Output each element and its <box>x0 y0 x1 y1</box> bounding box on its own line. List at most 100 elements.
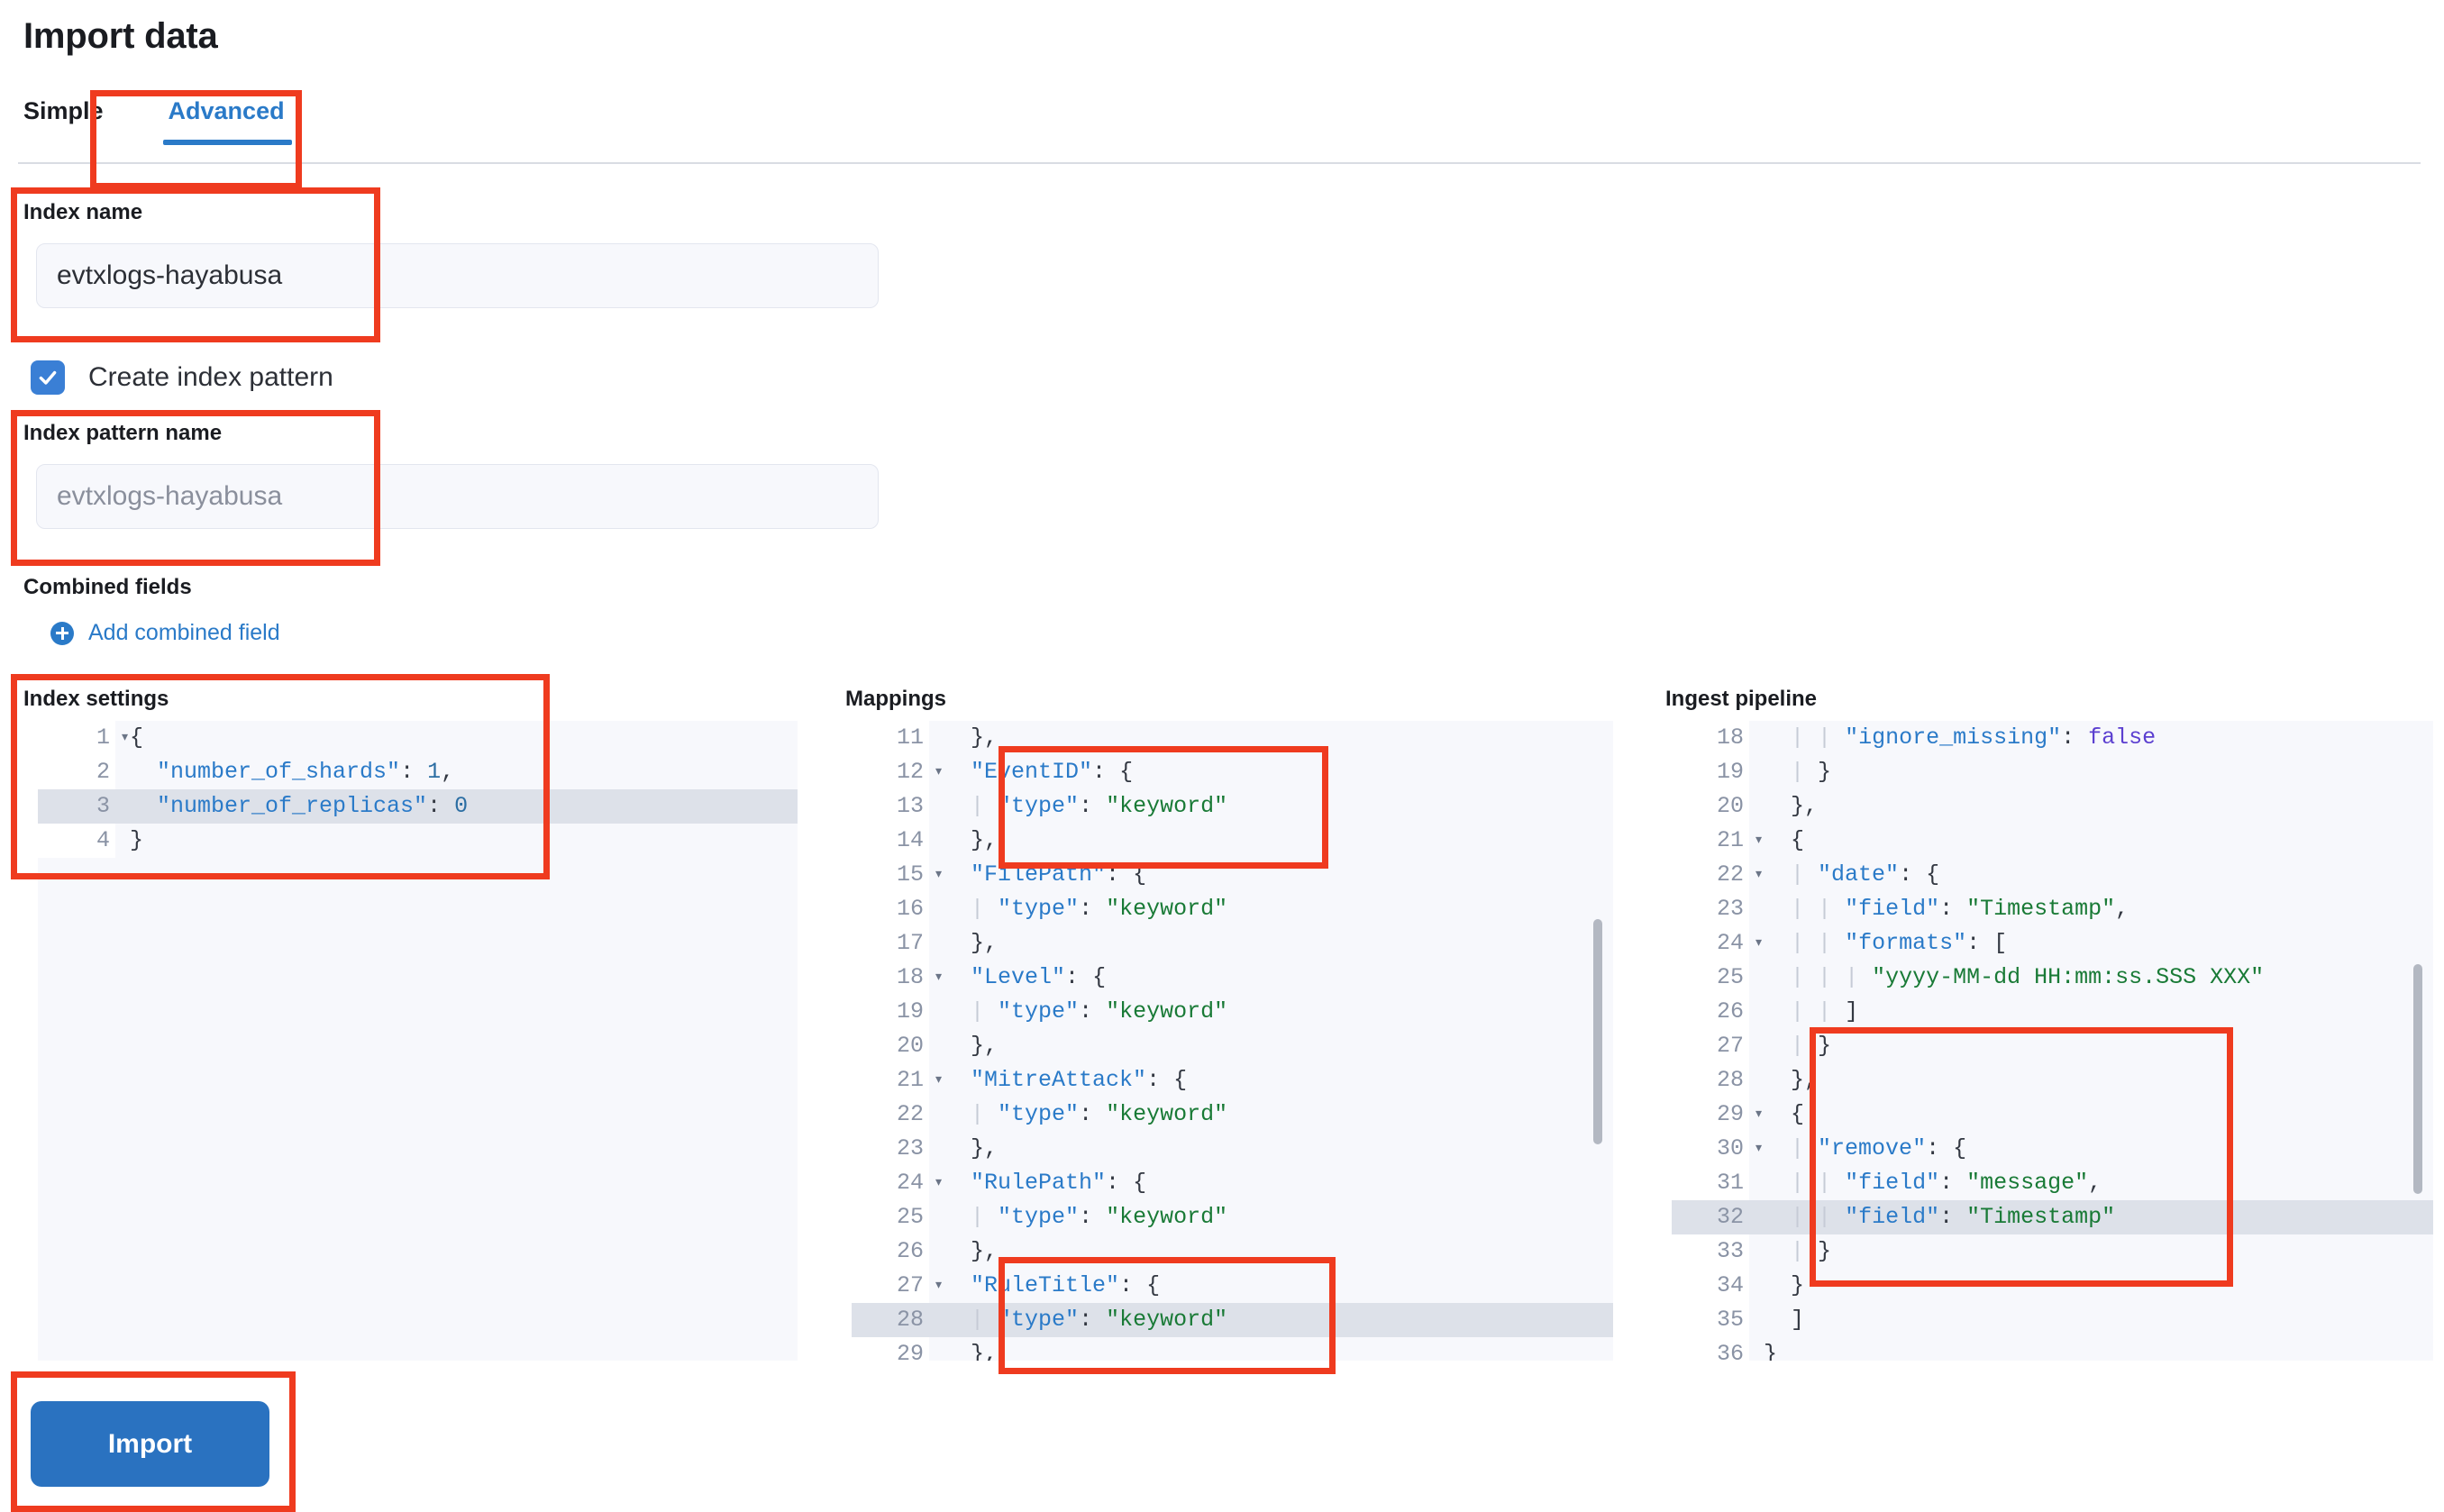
code-line[interactable]: 21▾ { <box>1672 824 2433 858</box>
code-line[interactable]: 27 | } <box>1672 1029 2433 1063</box>
code-line[interactable]: 17 }, <box>852 926 1613 961</box>
code-line[interactable]: 3 "number_of_replicas": 0 <box>38 789 798 824</box>
code-line[interactable]: 23 }, <box>852 1132 1613 1166</box>
code-line[interactable]: 22 | "type": "keyword" <box>852 1098 1613 1132</box>
line-number: 2 <box>38 755 115 789</box>
code-line[interactable]: 23 | | "field": "Timestamp", <box>1672 892 2433 926</box>
create-index-pattern-row[interactable]: Create index pattern <box>31 360 333 395</box>
line-number: 24▾ <box>852 1166 944 1200</box>
code-line[interactable]: 27▾ "RuleTitle": { <box>852 1269 1613 1303</box>
code-line[interactable]: 18▾ "Level": { <box>852 961 1613 995</box>
create-index-pattern-checkbox[interactable] <box>31 360 65 395</box>
fold-arrow-icon[interactable]: ▾ <box>934 1071 944 1089</box>
tab-bar: Simple Advanced <box>23 97 312 145</box>
code-line[interactable]: 25 | "type": "keyword" <box>852 1200 1613 1234</box>
code-line[interactable]: 30▾ | "remove": { <box>1672 1132 2433 1166</box>
code-line[interactable]: 14 }, <box>852 824 1613 858</box>
line-number: 18▾ <box>852 961 944 995</box>
fold-arrow-icon[interactable]: ▾ <box>934 866 944 884</box>
code-line[interactable]: 2 "number_of_shards": 1, <box>38 755 798 789</box>
code-line[interactable]: 29▾ { <box>1672 1098 2433 1132</box>
mappings-editor[interactable]: 11 },12▾ "EventID": {13 | "type": "keywo… <box>852 721 1613 1361</box>
code-line[interactable]: 28 }, <box>1672 1063 2433 1098</box>
code-line[interactable]: 4} <box>38 824 798 858</box>
index-settings-editor[interactable]: 1▾{2 "number_of_shards": 1,3 "number_of_… <box>38 721 798 1361</box>
mappings-heading: Mappings <box>845 687 946 711</box>
index-pattern-name-input[interactable]: evtxlogs-hayabusa <box>36 464 879 529</box>
fold-arrow-icon[interactable]: ▾ <box>1754 866 1764 884</box>
code-text: | "type": "keyword" <box>971 1307 1228 1333</box>
code-text: } <box>1791 1272 1805 1298</box>
code-line[interactable]: 1▾{ <box>38 721 798 755</box>
fold-arrow-icon[interactable]: ▾ <box>1754 1106 1764 1124</box>
code-line[interactable]: 20 }, <box>852 1029 1613 1063</box>
fold-arrow-icon[interactable]: ▾ <box>934 1174 944 1192</box>
code-line[interactable]: 26 }, <box>852 1234 1613 1269</box>
code-text: }, <box>1791 1067 1819 1093</box>
code-line[interactable]: 21▾ "MitreAttack": { <box>852 1063 1613 1098</box>
code-text: { <box>130 724 144 751</box>
code-line[interactable]: 36} <box>1672 1337 2433 1361</box>
code-line[interactable]: 33 | } <box>1672 1234 2433 1269</box>
code-line[interactable]: 13 | "type": "keyword" <box>852 789 1613 824</box>
code-line[interactable]: 19 | } <box>1672 755 2433 789</box>
line-number: 3 <box>38 789 115 824</box>
code-line[interactable]: 22▾ | "date": { <box>1672 858 2433 892</box>
ingest-pipeline-scrollbar[interactable] <box>2413 964 2422 1194</box>
code-line[interactable]: 15▾ "FilePath": { <box>852 858 1613 892</box>
code-text: ] <box>1791 1307 1805 1333</box>
code-line[interactable]: 26 | | ] <box>1672 995 2433 1029</box>
code-line[interactable]: 11 }, <box>852 721 1613 755</box>
line-number: 32 <box>1672 1200 1749 1234</box>
line-number: 14 <box>852 824 929 858</box>
code-text: | "remove": { <box>1791 1135 1967 1161</box>
code-text: | } <box>1791 1033 1832 1059</box>
fold-arrow-icon[interactable]: ▾ <box>1754 934 1764 952</box>
import-button[interactable]: Import <box>31 1401 269 1487</box>
line-number: 27▾ <box>852 1269 944 1303</box>
code-line[interactable]: 24▾ | | "formats": [ <box>1672 926 2433 961</box>
code-text: { <box>1791 1101 1805 1127</box>
code-line[interactable]: 31 | | "field": "message", <box>1672 1166 2433 1200</box>
line-number: 1▾ <box>38 721 130 755</box>
fold-arrow-icon[interactable]: ▾ <box>934 969 944 987</box>
fold-arrow-icon[interactable]: ▾ <box>934 763 944 781</box>
code-text: }, <box>971 1033 999 1059</box>
code-text: "number_of_replicas": 0 <box>157 793 469 819</box>
code-text: | | "ignore_missing": false <box>1791 724 2157 751</box>
code-line[interactable]: 28 | "type": "keyword" <box>852 1303 1613 1337</box>
tab-simple[interactable]: Simple <box>23 97 104 124</box>
add-combined-field-link[interactable]: Add combined field <box>50 620 280 646</box>
index-name-input[interactable]: evtxlogs-hayabusa <box>36 243 879 308</box>
index-settings-heading: Index settings <box>23 687 169 711</box>
code-line[interactable]: 29 }, <box>852 1337 1613 1361</box>
code-line[interactable]: 18 | | "ignore_missing": false <box>1672 721 2433 755</box>
code-line[interactable]: 24▾ "RulePath": { <box>852 1166 1613 1200</box>
fold-arrow-icon[interactable]: ▾ <box>1754 1140 1764 1158</box>
code-text: "FilePath": { <box>971 861 1147 888</box>
code-text: | | "field": "Timestamp" <box>1791 1204 2116 1230</box>
mappings-scrollbar[interactable] <box>1593 919 1602 1144</box>
line-number: 33 <box>1672 1234 1749 1269</box>
code-line[interactable]: 25 | | | "yyyy-MM-dd HH:mm:ss.SSS XXX" <box>1672 961 2433 995</box>
code-line[interactable]: 16 | "type": "keyword" <box>852 892 1613 926</box>
code-line[interactable]: 20 }, <box>1672 789 2433 824</box>
line-number: 23 <box>852 1132 929 1166</box>
fold-arrow-icon[interactable]: ▾ <box>934 1277 944 1295</box>
code-text: } <box>130 827 144 853</box>
code-text: | } <box>1791 759 1832 785</box>
code-line[interactable]: 12▾ "EventID": { <box>852 755 1613 789</box>
tab-advanced[interactable]: Advanced <box>141 97 312 145</box>
fold-arrow-icon[interactable]: ▾ <box>120 729 130 747</box>
code-text: }, <box>971 1341 999 1361</box>
code-line[interactable]: 34 } <box>1672 1269 2433 1303</box>
line-number: 34 <box>1672 1269 1749 1303</box>
code-line[interactable]: 35 ] <box>1672 1303 2433 1337</box>
line-number: 15▾ <box>852 858 944 892</box>
code-line[interactable]: 32 | | "field": "Timestamp" <box>1672 1200 2433 1234</box>
fold-arrow-icon[interactable]: ▾ <box>1754 832 1764 850</box>
code-text: { <box>1791 827 1805 853</box>
code-line[interactable]: 19 | "type": "keyword" <box>852 995 1613 1029</box>
